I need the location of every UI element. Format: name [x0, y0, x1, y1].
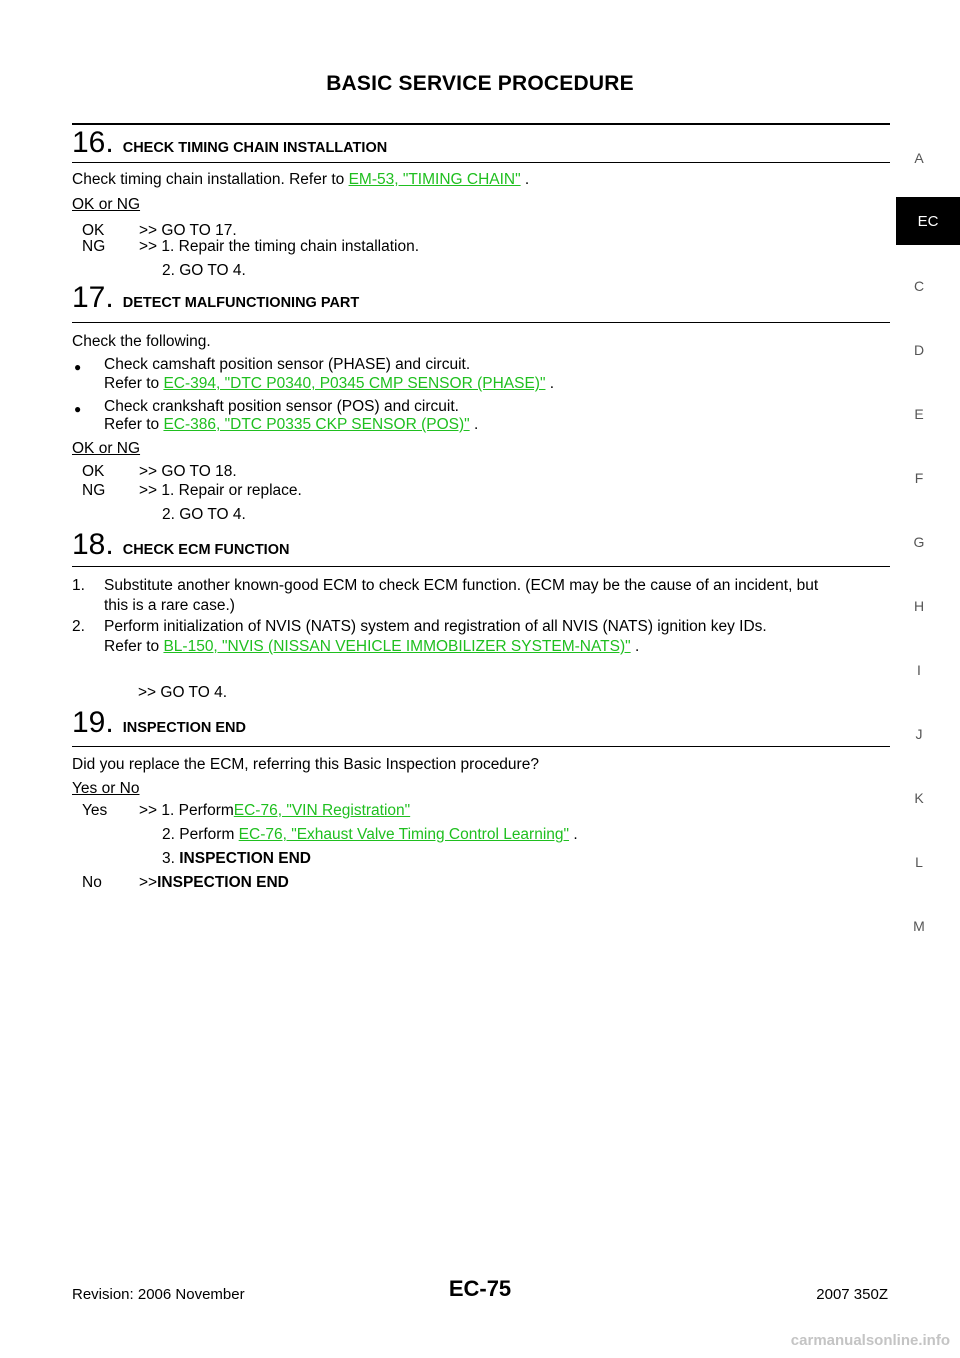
- step-19-yes-2: 2. Perform EC-76, "Exhaust Valve Timing …: [162, 825, 578, 845]
- step-18-item-1-line-1: Substitute another known-good ECM to che…: [104, 577, 819, 594]
- ok-result: >> GO TO 18.: [139, 463, 237, 480]
- yes3-num: 3.: [162, 850, 180, 867]
- step-17-ng-row: NG >> 1. Repair or replace.: [82, 481, 302, 501]
- no-prefix: >>: [139, 874, 158, 891]
- section-index-h[interactable]: H: [913, 598, 925, 614]
- watermark: carmanualsonline.info: [790, 1332, 950, 1349]
- ng-label: NG: [82, 238, 106, 255]
- step-17-heading: 17. DETECT MALFUNCTIONING PART: [72, 283, 359, 317]
- ng-result: >> 1. Repair the timing chain installati…: [139, 238, 420, 255]
- refer-text: Refer to: [104, 375, 164, 392]
- section-index-a[interactable]: A: [914, 150, 924, 166]
- section-index-c[interactable]: C: [913, 278, 925, 294]
- vin-registration-link[interactable]: EC-76, "VIN Registration": [233, 802, 411, 819]
- ok-result: >> GO TO 17.: [139, 222, 237, 239]
- step-19-yes-3: 3. INSPECTION END: [162, 849, 311, 869]
- step-18-result: >> GO TO 4.: [138, 684, 228, 701]
- step-18-item-1-line-2: this is a rare case.): [104, 597, 235, 614]
- step-18-item-2-num: 2.: [72, 618, 85, 635]
- section-index-k[interactable]: K: [914, 790, 924, 806]
- section-index-f[interactable]: F: [914, 470, 924, 486]
- step-number: 18.: [72, 528, 114, 561]
- yes-label: Yes: [82, 802, 108, 819]
- step-18-item-2-ref: Refer to BL-150, "NVIS (NISSAN VEHICLE I…: [104, 637, 639, 657]
- bullet-icon: ●: [74, 402, 82, 416]
- exhaust-valve-timing-link[interactable]: EC-76, "Exhaust Valve Timing Control Lea…: [238, 826, 570, 843]
- step-title: DETECT MALFUNCTIONING PART: [122, 295, 360, 311]
- step-19-question: Yes or No: [72, 780, 140, 797]
- step-18-rule: [72, 566, 890, 567]
- step-17-bullet-1-ref: Refer to EC-394, "DTC P0340, P0345 CMP S…: [104, 374, 554, 394]
- step-16-ng-row: NG >> 1. Repair the timing chain install…: [82, 237, 419, 257]
- step-16-instruction: Check timing chain installation. Refer t…: [72, 170, 529, 190]
- section-index-l[interactable]: L: [915, 854, 923, 870]
- no-label: No: [82, 874, 102, 891]
- step-number: 19.: [72, 706, 114, 739]
- step-19-intro: Did you replace the ECM, referring this …: [72, 756, 539, 773]
- step-16-heading: 16. CHECK TIMING CHAIN INSTALLATION: [72, 128, 387, 162]
- section-index-e[interactable]: E: [914, 406, 924, 422]
- step-16-question: OK or NG: [72, 196, 141, 213]
- instruction-suffix: .: [520, 171, 530, 188]
- step-19-rule: [72, 746, 890, 747]
- instruction-text: Check timing chain installation. Refer t…: [72, 171, 349, 188]
- cmp-sensor-link[interactable]: EC-394, "DTC P0340, P0345 CMP SENSOR (PH…: [163, 375, 546, 392]
- refer-text: Refer to: [104, 416, 164, 433]
- step-17-ok-row: OK >> GO TO 18.: [82, 462, 237, 482]
- page-title: BASIC SERVICE PROCEDURE: [326, 72, 634, 95]
- step-16-ng-sub: 2. GO TO 4.: [162, 262, 246, 279]
- yes2-prefix: 2. Perform: [162, 826, 239, 843]
- ok-label: OK: [82, 463, 105, 480]
- step-19-heading: 19. INSPECTION END: [72, 708, 246, 742]
- section-index-i[interactable]: I: [917, 662, 921, 678]
- model-label: 2007 350Z: [816, 1286, 888, 1303]
- step-17-bullet-2-ref: Refer to EC-386, "DTC P0335 CKP SENSOR (…: [104, 415, 478, 435]
- timing-chain-link[interactable]: EM-53, "TIMING CHAIN": [348, 171, 521, 188]
- step-16-ok-row: OK >> GO TO 17.: [82, 221, 237, 241]
- yes-prefix: >> 1. Perform: [139, 802, 234, 819]
- section-index-g[interactable]: G: [913, 534, 925, 550]
- yes3-text: INSPECTION END: [179, 850, 311, 867]
- refer-text: Refer to: [104, 638, 164, 655]
- bullet-icon: ●: [74, 360, 82, 374]
- step-title: CHECK TIMING CHAIN INSTALLATION: [122, 140, 388, 156]
- step-17-bullet-2: Check crankshaft position sensor (POS) a…: [104, 398, 459, 415]
- refer-suffix: .: [545, 375, 555, 392]
- refer-suffix: .: [469, 416, 479, 433]
- step-title: INSPECTION END: [122, 720, 246, 736]
- step-18-heading: 18. CHECK ECM FUNCTION: [72, 530, 289, 564]
- step-17-intro: Check the following.: [72, 333, 211, 350]
- step-19-yes-row: Yes >> 1. Perform EC-76, "VIN Registrati…: [82, 801, 410, 821]
- page-number: EC-75: [448, 1276, 512, 1301]
- yes2-suffix: .: [569, 826, 578, 843]
- header-rule: [72, 123, 890, 125]
- section-index-d[interactable]: D: [913, 342, 925, 358]
- ckp-sensor-link[interactable]: EC-386, "DTC P0335 CKP SENSOR (POS)": [163, 416, 470, 433]
- step-17-rule: [72, 322, 890, 323]
- step-18-item-1-num: 1.: [72, 577, 85, 594]
- step-number: 17.: [72, 281, 114, 314]
- no-text: INSPECTION END: [157, 874, 289, 891]
- section-index-m[interactable]: M: [913, 918, 925, 934]
- revision-label: Revision: 2006 November: [72, 1286, 245, 1303]
- ok-label: OK: [82, 222, 105, 239]
- step-title: CHECK ECM FUNCTION: [122, 542, 290, 558]
- section-index-j[interactable]: J: [915, 726, 923, 742]
- section-tab-ec-active[interactable]: EC: [896, 197, 960, 245]
- step-16-rule: [72, 162, 890, 163]
- step-17-ng-sub: 2. GO TO 4.: [162, 506, 246, 523]
- step-17-bullet-1: Check camshaft position sensor (PHASE) a…: [104, 356, 471, 373]
- step-number: 16.: [72, 126, 114, 159]
- refer-suffix: .: [630, 638, 640, 655]
- ng-label: NG: [82, 482, 106, 499]
- nvis-link[interactable]: BL-150, "NVIS (NISSAN VEHICLE IMMOBILIZE…: [163, 638, 631, 655]
- ng-result: >> 1. Repair or replace.: [139, 482, 302, 499]
- step-19-no-row: No >> INSPECTION END: [82, 873, 289, 893]
- step-18-item-2-line-1: Perform initialization of NVIS (NATS) sy…: [104, 618, 767, 635]
- step-17-question: OK or NG: [72, 440, 141, 457]
